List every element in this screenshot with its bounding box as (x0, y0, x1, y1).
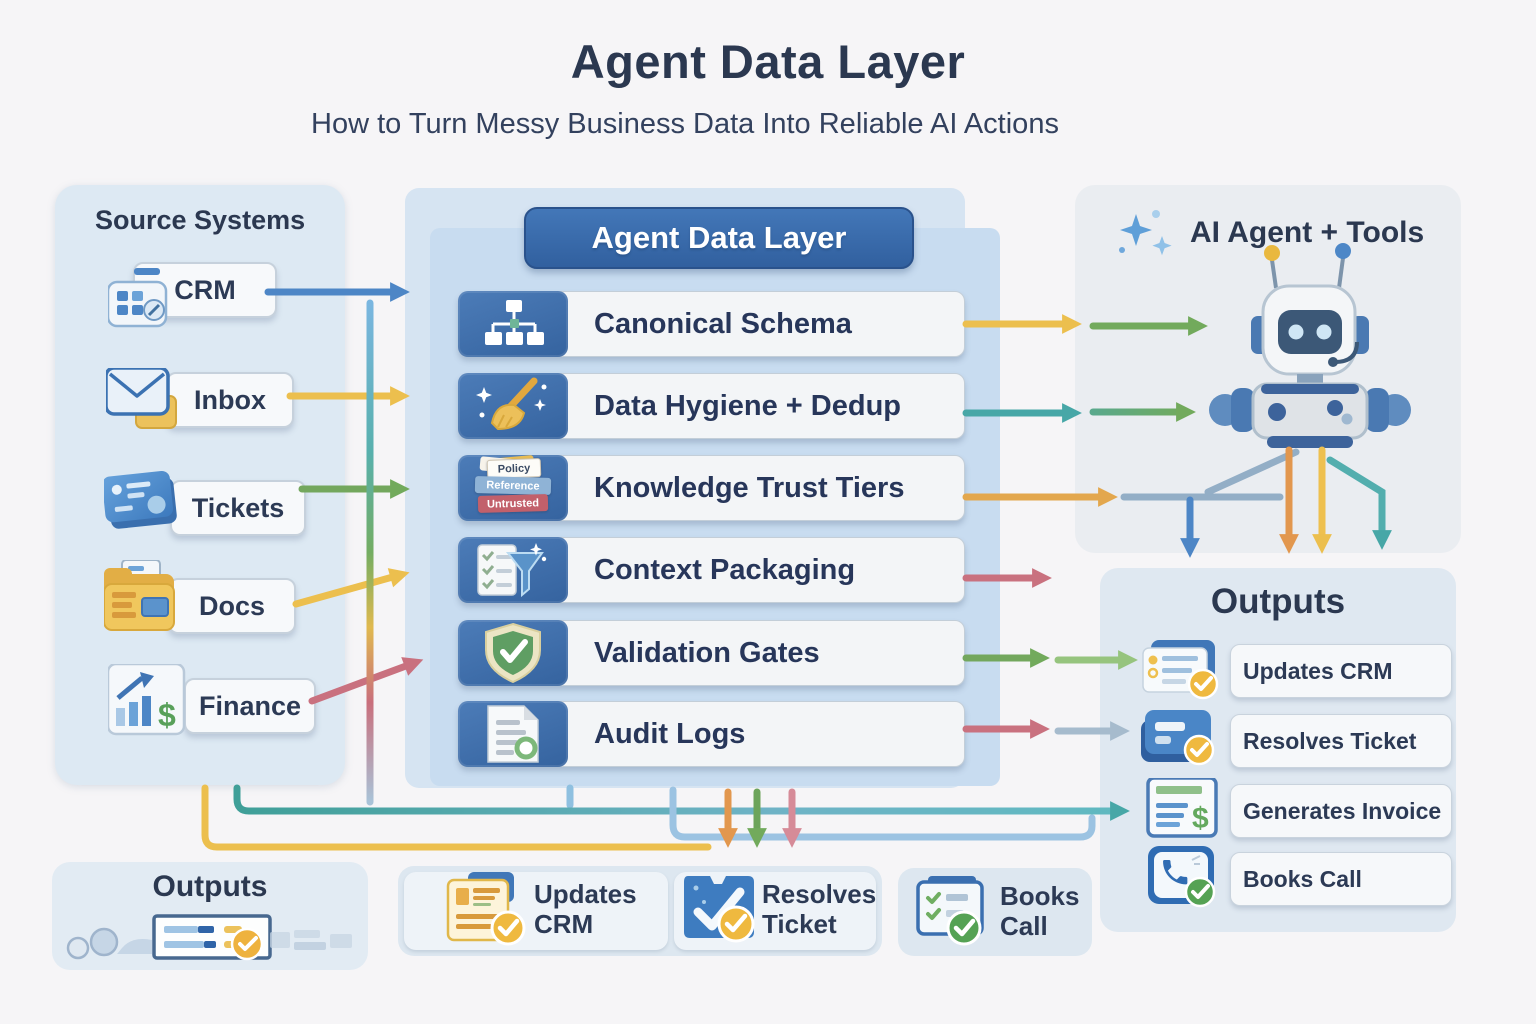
crm-grid-icon (108, 268, 178, 332)
layer-row-label: Context Packaging (594, 553, 856, 586)
layer-row-label: Validation Gates (594, 636, 820, 669)
output-item-books-call: Books Call (1230, 852, 1452, 906)
document-log-icon (458, 700, 568, 767)
layer-row-trust-tiers: Policy Reference Untrusted Knowledge Tru… (458, 454, 965, 521)
layer-row-validation-gates: Validation Gates (458, 619, 965, 686)
layer-row-audit-logs: Audit Logs (458, 700, 965, 767)
layer-row-label: Knowledge Trust Tiers (594, 471, 905, 504)
finance-chart-icon: $ (108, 664, 190, 740)
page-subtitle: How to Turn Messy Business Data Into Rel… (311, 108, 1059, 140)
folder-icon (104, 560, 186, 636)
source-item-tickets: Tickets (170, 480, 306, 536)
invoice-dollar-icon: $ (1146, 778, 1228, 840)
chip-text: Updates CRM (534, 879, 637, 939)
bottom-routing-lines (201, 784, 1130, 851)
svg-text:$: $ (1192, 802, 1209, 835)
chip-text: Resolves Ticket (762, 879, 877, 939)
source-item-label: Inbox (194, 384, 266, 415)
tier-label: Reference (486, 478, 540, 492)
envelope-icon (106, 368, 184, 432)
source-item-docs: Docs (168, 578, 296, 634)
crm-card-check-icon (446, 872, 530, 950)
chip-text: Books Call (1000, 881, 1080, 941)
data-layer-header-badge: Agent Data Layer (524, 207, 914, 269)
source-systems-heading: Source Systems (95, 205, 306, 235)
outputs-bottom-left-heading: Outputs (152, 870, 268, 903)
shield-check-icon (458, 619, 568, 686)
output-item-updates-crm: Updates CRM (1230, 644, 1452, 698)
crm-card-check-icon (1141, 640, 1229, 702)
layer-row-context-packaging: Context Packaging (458, 536, 965, 603)
ai-agent-heading: AI Agent + Tools (1190, 216, 1425, 249)
schema-tree-icon (458, 290, 568, 357)
output-item-label: Updates CRM (1243, 657, 1393, 684)
layer-row-data-hygiene: Data Hygiene + Dedup (458, 372, 965, 439)
ticket-icon (104, 468, 186, 534)
svg-text:$: $ (158, 697, 176, 733)
robot-illustration (1185, 238, 1425, 450)
layer-row-label: Audit Logs (594, 717, 746, 750)
calendar-check-icon (916, 876, 996, 950)
bottom-chip-label: Books Call (1000, 881, 1090, 942)
trust-tier-badges-icon: Policy Reference Untrusted (458, 454, 568, 521)
bottom-chip-label: Updates CRM (534, 879, 660, 940)
sparkles-icon (1110, 206, 1182, 266)
source-item-label: Finance (198, 690, 302, 721)
phone-check-icon (1148, 846, 1228, 910)
bottom-chip-label: Resolves Ticket (762, 879, 876, 940)
tier-chip-untrusted: Untrusted (477, 493, 549, 513)
broom-sparkle-icon (458, 372, 568, 439)
layer-row-label: Data Hygiene + Dedup (594, 389, 901, 422)
page-title: Agent Data Layer (570, 35, 966, 88)
ticket-check-icon (684, 876, 768, 952)
output-item-resolves-ticket: Resolves Ticket (1230, 714, 1452, 768)
layer-row-label: Canonical Schema (594, 307, 852, 340)
output-item-generates-invoice: Generates Invoice (1230, 784, 1452, 838)
tier-chip-reference: Reference (474, 475, 552, 495)
output-item-label: Resolves Ticket (1243, 727, 1417, 754)
ticket-check-icon (1141, 708, 1229, 770)
checklist-funnel-icon (458, 536, 568, 603)
source-item-label: CRM (174, 274, 236, 305)
source-item-inbox: Inbox (166, 372, 294, 428)
tier-chip-policy: Policy (486, 457, 542, 479)
clouds-and-browser-window-illustration (62, 910, 362, 966)
output-item-label: Books Call (1243, 865, 1362, 892)
tier-label: Untrusted (486, 496, 540, 510)
source-item-label: Docs (198, 590, 266, 621)
outputs-right-heading: Outputs (1210, 582, 1346, 621)
output-item-label: Generates Invoice (1243, 797, 1442, 824)
source-item-label: Tickets (191, 492, 285, 523)
layer-row-canonical-schema: Canonical Schema (458, 290, 965, 357)
source-item-finance: Finance (184, 678, 316, 734)
tier-label: Policy (497, 461, 531, 475)
